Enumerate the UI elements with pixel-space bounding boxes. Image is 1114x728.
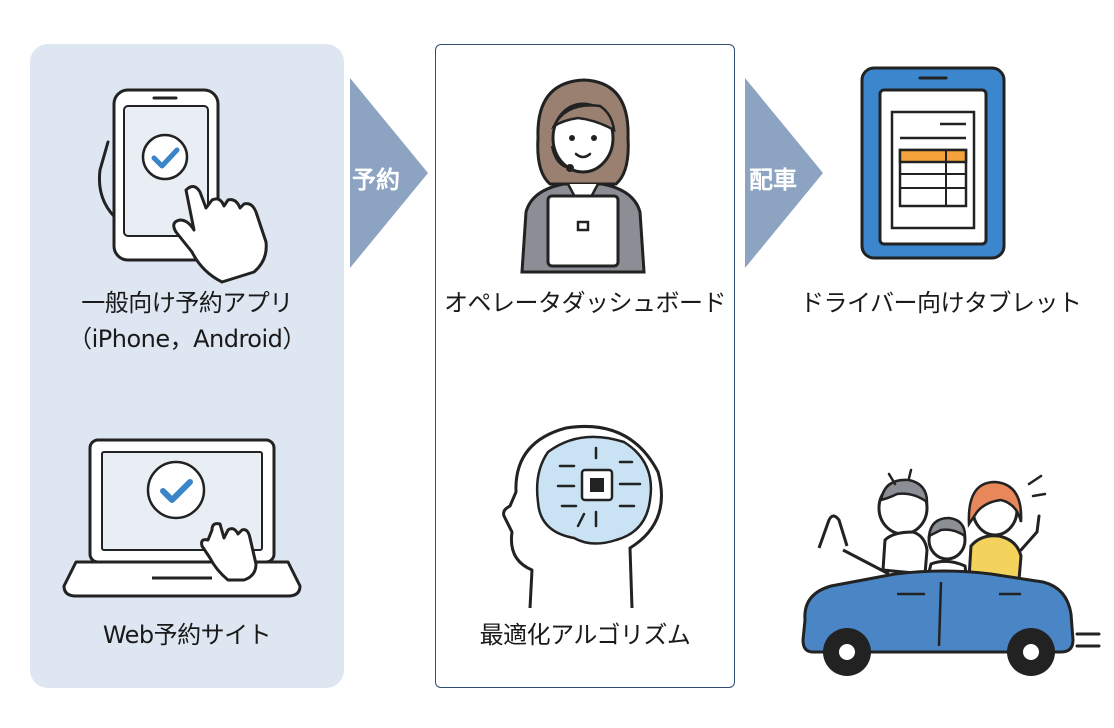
reserve-arrow — [350, 78, 428, 268]
tablet-icon — [860, 66, 1006, 260]
dashboard-label: オペレータダッシュボード — [444, 289, 727, 317]
app-label-line1: 一般向け予約アプリ — [81, 289, 293, 317]
dispatch-arrow — [745, 78, 823, 268]
ai-brain-head-icon — [502, 424, 663, 609]
app-label-line2: （iPhone，Android） — [68, 325, 306, 353]
reserve-arrow-label: 予約 — [352, 166, 400, 194]
web-label: Web予約サイト — [102, 621, 272, 649]
operator-icon — [520, 78, 646, 274]
dispatch-arrow-label: 配車 — [749, 166, 797, 194]
tablet-label: ドライバー向けタブレット — [800, 289, 1082, 317]
family-car-icon — [801, 468, 1101, 676]
algorithm-label: 最適化アルゴリズム — [479, 621, 691, 649]
laptop-icon — [62, 438, 302, 598]
smartphone-hand-icon — [97, 88, 268, 284]
